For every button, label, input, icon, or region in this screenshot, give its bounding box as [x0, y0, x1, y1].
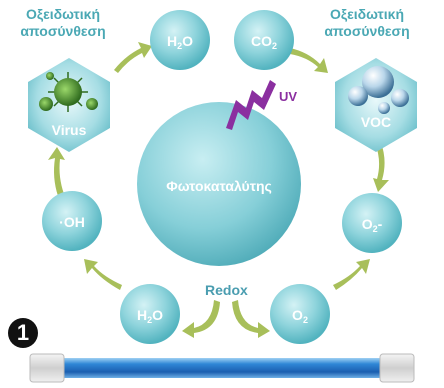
o2-bottom-text: O2 [292, 307, 308, 325]
h2o-bottom-text: H2O [136, 307, 164, 325]
arrow-voc-to-o2minus [373, 140, 389, 192]
photocatalyst-circle [137, 102, 301, 266]
arrow-virus-to-h2o [114, 42, 152, 73]
h2o-bottom-circle [120, 284, 180, 344]
uv-lightning-icon [226, 80, 276, 130]
arrow-redox-left [182, 300, 220, 338]
photocatalyst-label: Φωτοκαταλύτης [166, 178, 272, 194]
voc-label: VOC [360, 114, 392, 130]
redox-label: Redox [205, 282, 248, 298]
arrow-co2-to-voc [290, 48, 328, 73]
arrow-o2-to-o2minus [333, 259, 370, 290]
arrow-redox-right [232, 300, 270, 338]
oh-text: ·OH [59, 214, 85, 230]
o2-bottom-circle [270, 284, 330, 344]
o2-minus-text: O2- [361, 216, 383, 234]
virus-icon [39, 72, 98, 112]
voc-bubbles-icon [348, 66, 409, 114]
h2o-top-text: H2O [166, 33, 194, 51]
arrow-h2o-to-oh [84, 259, 122, 290]
h2o-top-circle [150, 10, 210, 70]
uv-label: UV [279, 89, 298, 104]
oxidative-decomposition-left-label: Οξειδωτική αποσύνθεση [20, 6, 106, 39]
co2-top-circle [234, 10, 294, 70]
voc-hexagon [335, 58, 417, 152]
co2-top-text: CO2 [250, 33, 277, 51]
o2-minus-circle [342, 193, 402, 253]
cycle-arrows [48, 42, 389, 338]
step-number-badge: 1 [8, 318, 38, 348]
uv-lamp [29, 353, 415, 383]
arrow-oh-to-virus [48, 147, 65, 196]
oxidative-decomposition-right-label: Οξειδωτική αποσύνθεση [324, 6, 410, 39]
virus-label: Virus [51, 122, 87, 138]
oh-circle [42, 191, 102, 251]
